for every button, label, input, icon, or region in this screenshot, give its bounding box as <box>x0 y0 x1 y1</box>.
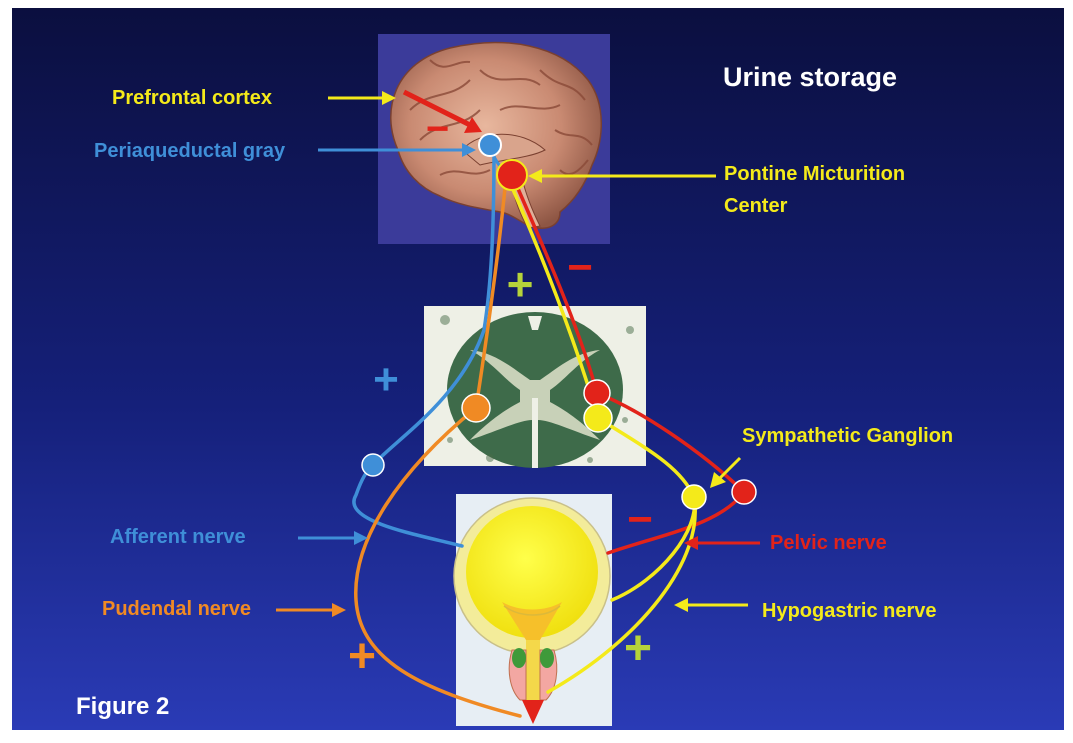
spinal-yellow-node <box>584 404 612 432</box>
figure-title: Urine storage <box>723 62 897 92</box>
sign-spinal-green: + <box>507 258 534 310</box>
sympathetic-ganglion-node <box>682 485 706 509</box>
sign-hypogastric: + <box>624 622 652 675</box>
label-periaqueductal-gray: Periaqueductal gray <box>94 140 286 162</box>
label-hypogastric-nerve: Hypogastric nerve <box>762 600 937 622</box>
label-pelvic-nerve: Pelvic nerve <box>770 532 887 554</box>
sign-brain-inhibit: − <box>426 107 449 151</box>
spinal-orange-node <box>462 394 490 422</box>
sign-pudendal: + <box>348 630 376 683</box>
label-afferent-nerve: Afferent nerve <box>110 526 246 548</box>
label-prefrontal-cortex: Prefrontal cortex <box>112 87 272 109</box>
afferent-ganglion-node <box>362 454 384 476</box>
spinal-cord-image <box>424 306 646 468</box>
label-sympathetic-ganglion: Sympathetic Ganglion <box>742 425 953 447</box>
label-pontine-line1: Pontine Micturition <box>724 163 905 185</box>
label-pudendal-nerve: Pudendal nerve <box>102 598 251 620</box>
periaqueductal-gray-node <box>479 134 501 156</box>
sign-pelvic: − <box>627 495 653 544</box>
label-pontine-line2: Center <box>724 195 788 217</box>
bladder-image <box>454 494 612 726</box>
spinal-red-node <box>584 380 610 406</box>
pelvic-ganglion-node <box>732 480 756 504</box>
sign-spinal-red: − <box>567 243 593 292</box>
sign-afferent: + <box>373 355 399 404</box>
figure-caption: Figure 2 <box>76 693 169 720</box>
pontine-micturition-center-node <box>497 160 527 190</box>
